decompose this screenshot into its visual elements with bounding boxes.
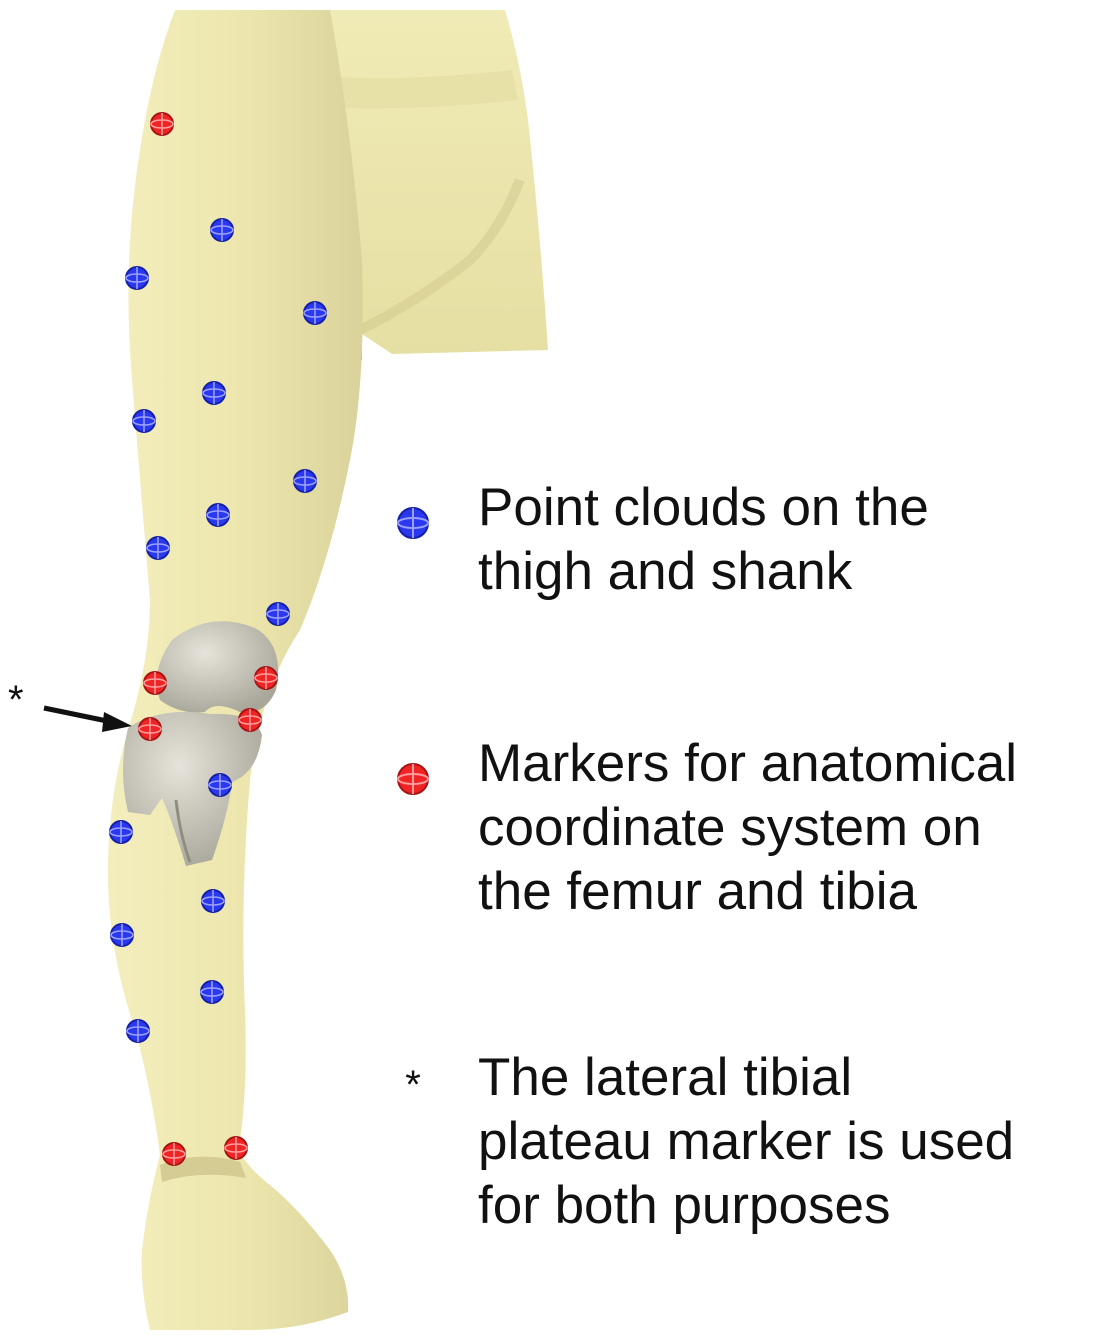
point-cloud-marker: [127, 1020, 149, 1042]
legend-line: for both purposes: [478, 1174, 1014, 1238]
arrow-icon: [44, 708, 132, 732]
point-cloud-marker: [207, 504, 229, 526]
point-cloud-marker: [209, 774, 231, 796]
point-cloud-marker: [304, 302, 326, 324]
point-cloud-marker: [294, 470, 316, 492]
anatomical-marker: [255, 667, 277, 689]
legend-item-lateral-tibial-plateau: * The lateral tibial plateau marker is u…: [390, 1046, 1014, 1238]
legend-line: Point clouds on the: [478, 476, 929, 540]
anatomical-marker: [151, 113, 173, 135]
point-cloud-marker: [211, 219, 233, 241]
point-cloud-marker: [147, 537, 169, 559]
legend-item-anatomical-markers: Markers for anatomical coordinate system…: [390, 732, 1017, 924]
anatomical-marker: [144, 672, 166, 694]
point-cloud-marker: [201, 981, 223, 1003]
legend-line: Markers for anatomical: [478, 732, 1017, 796]
point-cloud-marker: [203, 382, 225, 404]
point-cloud-marker: [133, 410, 155, 432]
legend-text-lateral-tibial-plateau: The lateral tibial plateau marker is use…: [478, 1046, 1014, 1238]
point-cloud-marker: [110, 821, 132, 843]
anatomical-marker: [225, 1137, 247, 1159]
legend-text-point-clouds: Point clouds on the thigh and shank: [478, 476, 929, 604]
anatomical-marker: [139, 718, 161, 740]
point-cloud-marker: [267, 603, 289, 625]
point-cloud-marker-icon: [390, 500, 436, 546]
legend-line: the femur and tibia: [478, 860, 1017, 924]
point-cloud-marker: [202, 890, 224, 912]
legend-line: coordinate system on: [478, 796, 1017, 860]
anatomical-marker: [163, 1143, 185, 1165]
legend-line: The lateral tibial: [478, 1046, 1014, 1110]
legend-text-anatomical-markers: Markers for anatomical coordinate system…: [478, 732, 1017, 924]
legend-line: plateau marker is used: [478, 1110, 1014, 1174]
asterisk-annotation: *: [8, 680, 24, 720]
asterisk-icon: *: [390, 1062, 436, 1108]
legend-line: thigh and shank: [478, 540, 929, 604]
point-cloud-marker: [111, 924, 133, 946]
point-cloud-marker: [126, 267, 148, 289]
anatomical-marker: [239, 709, 261, 731]
legend-item-point-clouds: Point clouds on the thigh and shank: [390, 476, 929, 604]
anatomical-marker-icon: [390, 756, 436, 802]
